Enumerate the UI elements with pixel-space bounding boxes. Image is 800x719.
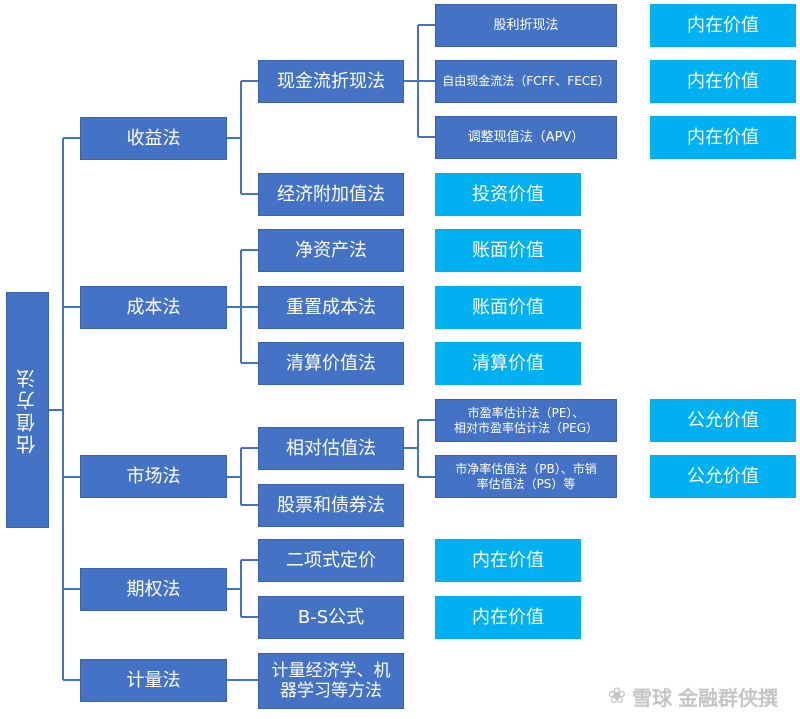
sub-relative: 相对估值法 — [258, 427, 404, 470]
watermark-brand: 雪球 — [632, 686, 672, 710]
value-liquidation: 清算价值 — [435, 342, 581, 385]
method-option: 期权法 — [80, 568, 227, 611]
method-cost: 成本法 — [80, 286, 227, 329]
watermark-account: 金融群侠撰 — [678, 686, 778, 710]
sub-replacement: 重置成本法 — [258, 286, 404, 329]
snowball-logo-icon: ❀ — [607, 684, 626, 709]
watermark: ❀ 雪球 金融群侠撰 — [608, 682, 778, 711]
dcf-fcf: 自由现金流法（FCFF、FECE） — [435, 60, 617, 103]
value-apv: 内在价值 — [650, 116, 796, 159]
value-pb: 公允价值 — [650, 455, 796, 498]
sub-binomial: 二项式定价 — [258, 539, 404, 582]
value-fcf: 内在价值 — [650, 60, 796, 103]
value-replacement: 账面价值 — [435, 286, 581, 329]
sub-stock-bond: 股票和债券法 — [258, 484, 404, 527]
sub-bs: B-S公式 — [258, 596, 404, 639]
value-eva: 投资价值 — [435, 173, 581, 216]
value-bs: 内在价值 — [435, 596, 581, 639]
method-income: 收益法 — [80, 117, 227, 160]
value-pe: 公允价值 — [650, 399, 796, 442]
dcf-ddm: 股利折现法 — [435, 4, 617, 47]
dcf-apv: 调整现值法（APV） — [435, 116, 617, 159]
relative-pb: 市净率估值法（PB）、市销 率估值法（PS）等 — [435, 455, 617, 498]
value-net-asset: 账面价值 — [435, 229, 581, 272]
value-binomial: 内在价值 — [435, 539, 581, 582]
sub-dcf: 现金流折现法 — [258, 60, 404, 103]
sub-ml: 计量经济学、机 器学习等方法 — [258, 653, 404, 709]
method-econometric: 计量法 — [80, 659, 227, 702]
sub-liquidation: 清算价值法 — [258, 342, 404, 385]
value-ddm: 内在价值 — [650, 4, 796, 47]
root-node: 估值方法 — [6, 292, 49, 528]
relative-pe: 市盈率估计法（PE）、 相对市盈率估计法（PEG） — [435, 399, 617, 442]
root-label: 估值方法 — [16, 366, 39, 454]
sub-eva: 经济附加值法 — [258, 173, 404, 216]
sub-net-asset: 净资产法 — [258, 229, 404, 272]
method-market: 市场法 — [80, 455, 227, 498]
